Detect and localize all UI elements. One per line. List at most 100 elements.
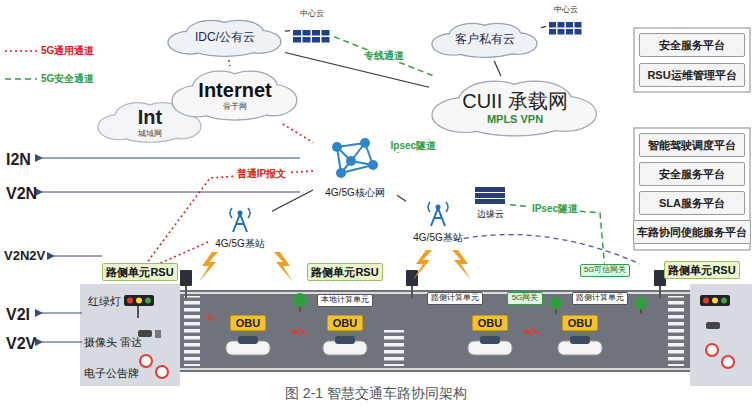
node-content: OBU xyxy=(568,317,592,330)
node-title: OBU xyxy=(333,317,357,330)
panel-cell xyxy=(566,22,573,28)
road xyxy=(180,290,690,372)
panel-cell xyxy=(312,37,320,43)
cars xyxy=(226,336,602,355)
node-title: 中心云 xyxy=(554,5,578,14)
legend-text: 5G通用通道 xyxy=(41,44,94,58)
node-content: 4G/5G核心网 xyxy=(325,187,384,199)
v2v-lightning xyxy=(287,326,311,336)
connector xyxy=(285,30,290,32)
grid-node: 中心云 xyxy=(290,9,334,47)
node-title: 4G/5G基站 xyxy=(215,238,264,250)
node-title: 路侧计算单元 xyxy=(431,293,479,302)
node-content: 4G/5G基站 xyxy=(413,232,462,244)
node-content: 安全服务平台 xyxy=(659,39,725,52)
panel-cell xyxy=(303,30,311,36)
connector xyxy=(397,195,406,201)
car-window xyxy=(570,336,590,344)
node-content: 车路协同使能服务平台 xyxy=(637,226,747,239)
link-type-label: V2I xyxy=(6,306,30,324)
node-content: RSU运维管理平台 xyxy=(647,69,736,82)
unit-node: 路侧计算单元 xyxy=(572,292,628,305)
v2v-lightning xyxy=(520,326,544,336)
tower-node: 4G/5G基站 xyxy=(208,206,272,250)
panel-cell xyxy=(322,30,330,36)
node-title: SLA服务平台 xyxy=(659,197,725,210)
core-router xyxy=(360,138,370,148)
node-content: OBU xyxy=(478,317,502,330)
panel-cell xyxy=(549,29,556,35)
connector xyxy=(285,52,429,87)
node-title: OBU xyxy=(236,317,260,330)
legend-item: 5G安全通道 xyxy=(4,72,94,86)
v2n-arrow xyxy=(42,192,300,193)
rsu-node: 路侧单元RSU xyxy=(307,263,382,281)
node-title: OBU xyxy=(568,317,592,330)
plat-node: 安全服务平台 xyxy=(639,162,745,186)
server-unit xyxy=(475,193,505,198)
core-router xyxy=(332,142,342,152)
connector xyxy=(160,242,208,263)
v2n2v-arc xyxy=(455,235,640,264)
node-content: 安全服务平台 xyxy=(659,168,725,181)
panel-cell xyxy=(312,30,320,36)
cloud-fill xyxy=(173,72,296,119)
cloud-outline xyxy=(432,23,537,57)
panel-cell xyxy=(549,22,556,28)
rsu-pole xyxy=(185,286,187,298)
node-title: 路侧计算单元 xyxy=(576,293,624,302)
node-content: Int城域网 xyxy=(138,106,162,138)
connector xyxy=(229,60,230,66)
tree xyxy=(635,297,647,309)
grid-node: 中心云 xyxy=(546,5,586,39)
server-unit xyxy=(475,199,505,204)
cloud-node: Internet骨干网 xyxy=(169,66,301,124)
plat-node: 车路协同使能服务平台 xyxy=(633,220,751,244)
node-title: 本地计算单元 xyxy=(321,295,369,304)
obu-node: OBU xyxy=(327,315,363,331)
node-title: 路侧单元RSU xyxy=(106,266,173,279)
panel-cell xyxy=(566,29,573,35)
roadside-device-label: 电子公告牌 xyxy=(84,367,139,380)
pole xyxy=(137,306,139,318)
core-router xyxy=(346,156,356,166)
node-content: OBU xyxy=(236,317,260,330)
platform-group xyxy=(634,28,750,92)
unit-node: 路侧计算单元 xyxy=(427,292,483,305)
node-subtext: 骨干网 xyxy=(223,102,247,111)
sign xyxy=(156,366,168,378)
car-window xyxy=(480,336,500,344)
v2v-arrow xyxy=(42,342,82,343)
node-content: 路侧单元RSU xyxy=(106,266,173,279)
node-title: 5G网关 xyxy=(512,293,539,302)
light-green xyxy=(721,298,727,304)
node-subtext: MPLS VPN xyxy=(487,113,543,126)
connector xyxy=(272,190,313,211)
link-type-label: I2N xyxy=(6,151,31,169)
connector xyxy=(147,171,313,263)
node-title: 5G可信网关 xyxy=(584,265,627,274)
node-content: 路侧计算单元 xyxy=(576,293,624,302)
cloud-lobe-fill xyxy=(454,30,516,50)
light-yellow xyxy=(136,298,142,304)
rsu-pole xyxy=(411,286,413,298)
node-title: 边缘云 xyxy=(477,209,504,219)
sign xyxy=(722,356,734,368)
crosswalk xyxy=(184,296,200,366)
node-content: 路侧单元RSU xyxy=(311,266,378,279)
node-title: Internet xyxy=(198,79,271,102)
panel-cell xyxy=(303,37,311,43)
edge-label: Ipsec隧道 xyxy=(389,140,439,152)
plat-node: 智能驾驶调度平台 xyxy=(639,133,745,157)
link-type-label: V2N2V xyxy=(4,249,45,264)
roadside-device-label: 红绿灯 xyxy=(88,295,121,308)
link-type-label: V2V xyxy=(6,335,36,353)
light-red xyxy=(127,298,133,304)
node-title: RSU运维管理平台 xyxy=(647,69,736,82)
panel-cell xyxy=(293,30,301,36)
rsu-device xyxy=(406,270,418,286)
node-title: 路侧单元RSU xyxy=(311,266,378,279)
i2n-arrow xyxy=(42,158,300,159)
connector xyxy=(541,26,546,27)
core-router xyxy=(368,160,378,170)
